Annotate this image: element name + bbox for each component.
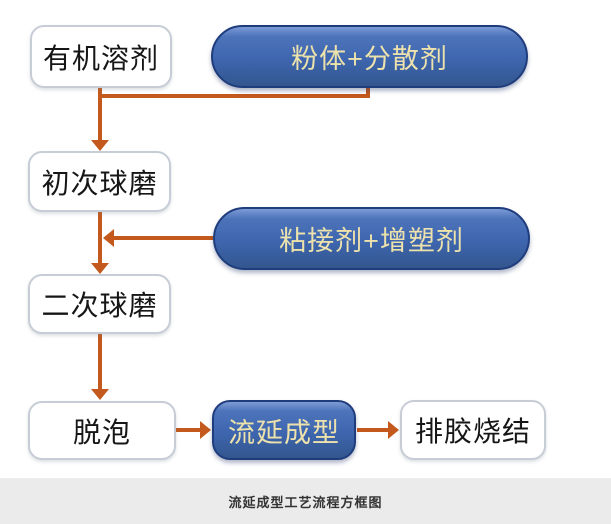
connector-milling1-to-milling2-vertical (98, 212, 102, 263)
node-debinding-sintering: 排胶烧结 (400, 400, 546, 460)
arrow-right-icon (388, 421, 399, 439)
node-label: 初次球磨 (41, 167, 158, 199)
arrow-down-icon (91, 140, 109, 151)
node-label: 有机溶剂 (42, 42, 159, 74)
node-organic-solvent: 有机溶剂 (30, 25, 172, 88)
node-label: 脱泡 (72, 416, 131, 448)
connector-defoaming-to-casting (176, 428, 200, 432)
connector-organic-to-milling1-vertical (98, 87, 102, 140)
node-second-ball-milling: 二次球磨 (28, 274, 171, 334)
diagram-caption: 流延成型工艺流程方框图 (228, 494, 383, 510)
connector-milling2-to-defoaming-vertical (98, 334, 102, 389)
node-defoaming: 脱泡 (28, 401, 176, 460)
arrow-down-icon (91, 389, 109, 400)
node-tape-casting: 流延成型 (212, 400, 356, 460)
connector-binder-horizontal (114, 236, 213, 240)
node-binder-plasticizer: 粘接剂+增塑剂 (213, 207, 530, 270)
connector-powder-drop-vertical (366, 87, 370, 98)
arrow-right-icon (200, 421, 211, 439)
node-label: 排胶烧结 (414, 416, 531, 447)
node-label: 粘接剂+增塑剂 (279, 226, 464, 256)
node-label: 粉体+分散剂 (291, 44, 448, 74)
node-first-ball-milling: 初次球磨 (28, 151, 171, 212)
node-powder-dispersant: 粉体+分散剂 (211, 25, 528, 88)
node-label: 流延成型 (228, 417, 340, 448)
connector-powder-merge-horizontal (100, 94, 370, 98)
connector-casting-to-sintering (357, 428, 388, 432)
arrow-left-icon (103, 229, 114, 247)
caption-bar: 流延成型工艺流程方框图 (0, 478, 611, 524)
node-label: 二次球磨 (41, 290, 158, 321)
arrow-down-icon (91, 263, 109, 274)
